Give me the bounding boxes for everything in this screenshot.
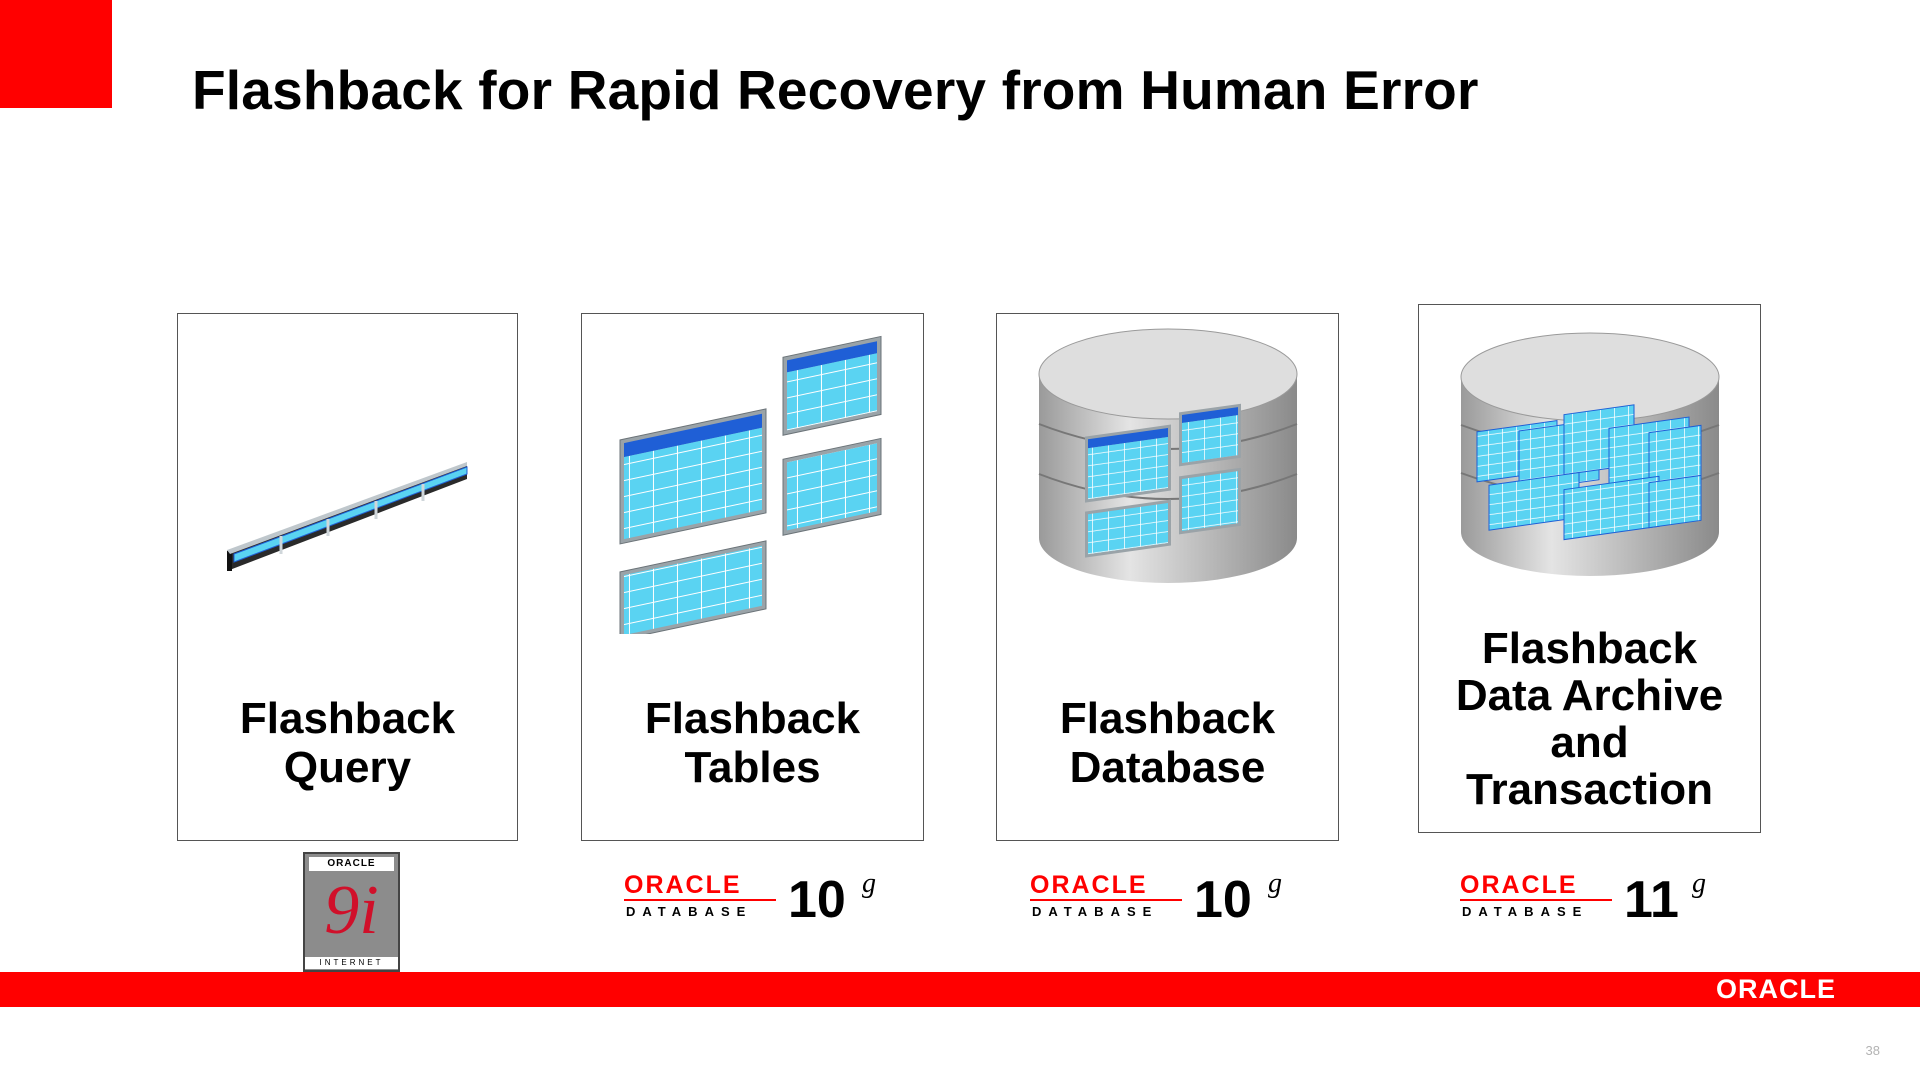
logo-version: 9i bbox=[324, 872, 379, 949]
archive-database-icon bbox=[1460, 332, 1720, 576]
logo-sub: DATABASE bbox=[626, 904, 753, 919]
oracle-9i-logo: ORACLE 9i INTERNET bbox=[303, 852, 400, 972]
card-label-line: Query bbox=[283, 743, 412, 792]
card-label-line: Database bbox=[1069, 743, 1266, 792]
oracle-database-10g-logo: ORACLE DATABASE 10 g bbox=[624, 868, 894, 929]
card-label-line: Flashback bbox=[1481, 624, 1698, 673]
logo-brand: ORACLE bbox=[1030, 871, 1148, 899]
oracle-database-11g-logo: ORACLE DATABASE 11 g bbox=[1460, 868, 1730, 929]
slide-title: Flashback for Rapid Recovery from Human … bbox=[192, 59, 1479, 121]
logo-brand: ORACLE bbox=[1460, 871, 1578, 899]
card-flashback-query: Flashback Query bbox=[177, 313, 518, 841]
page-number: 38 bbox=[1865, 1043, 1880, 1058]
footer-bar: ORACLE bbox=[0, 972, 1920, 1007]
logo-version: 11 bbox=[1624, 871, 1679, 929]
corner-accent bbox=[0, 0, 112, 108]
card-label-line: and bbox=[1550, 718, 1629, 767]
database-icon bbox=[1038, 328, 1298, 583]
card-flashback-database: Flashback Database bbox=[996, 313, 1339, 841]
card-label-line: Flashback bbox=[644, 694, 861, 743]
tables-icon bbox=[619, 335, 882, 634]
logo-sub: DATABASE bbox=[1032, 904, 1159, 919]
oracle-database-10g-logo: ORACLE DATABASE 10 g bbox=[1030, 868, 1300, 929]
logo-version: 10 bbox=[788, 871, 846, 929]
card-label-line: Flashback bbox=[239, 694, 456, 743]
logo-sub: INTERNET bbox=[305, 957, 398, 969]
logo-version: 10 bbox=[1194, 871, 1252, 929]
footer-oracle-logo: ORACLE bbox=[1716, 974, 1836, 1004]
card-flashback-tables: Flashback Tables bbox=[581, 313, 924, 841]
logo-version-sup: g bbox=[1692, 868, 1706, 899]
logo-version-sup: g bbox=[1268, 868, 1282, 899]
logo-brand: ORACLE bbox=[624, 871, 742, 899]
table-row-icon bbox=[227, 462, 468, 571]
logo-brand: ORACLE bbox=[309, 857, 394, 871]
logo-version-sup: g bbox=[862, 868, 876, 899]
card-label-line: Transaction bbox=[1466, 765, 1713, 814]
card-flashback-data-archive: Flashback Data Archive and Transaction bbox=[1418, 304, 1761, 833]
card-label-line: Data Archive bbox=[1455, 671, 1724, 720]
card-label-line: Tables bbox=[684, 743, 821, 792]
card-label-line: Flashback bbox=[1059, 694, 1276, 743]
logo-sub: DATABASE bbox=[1462, 904, 1589, 919]
